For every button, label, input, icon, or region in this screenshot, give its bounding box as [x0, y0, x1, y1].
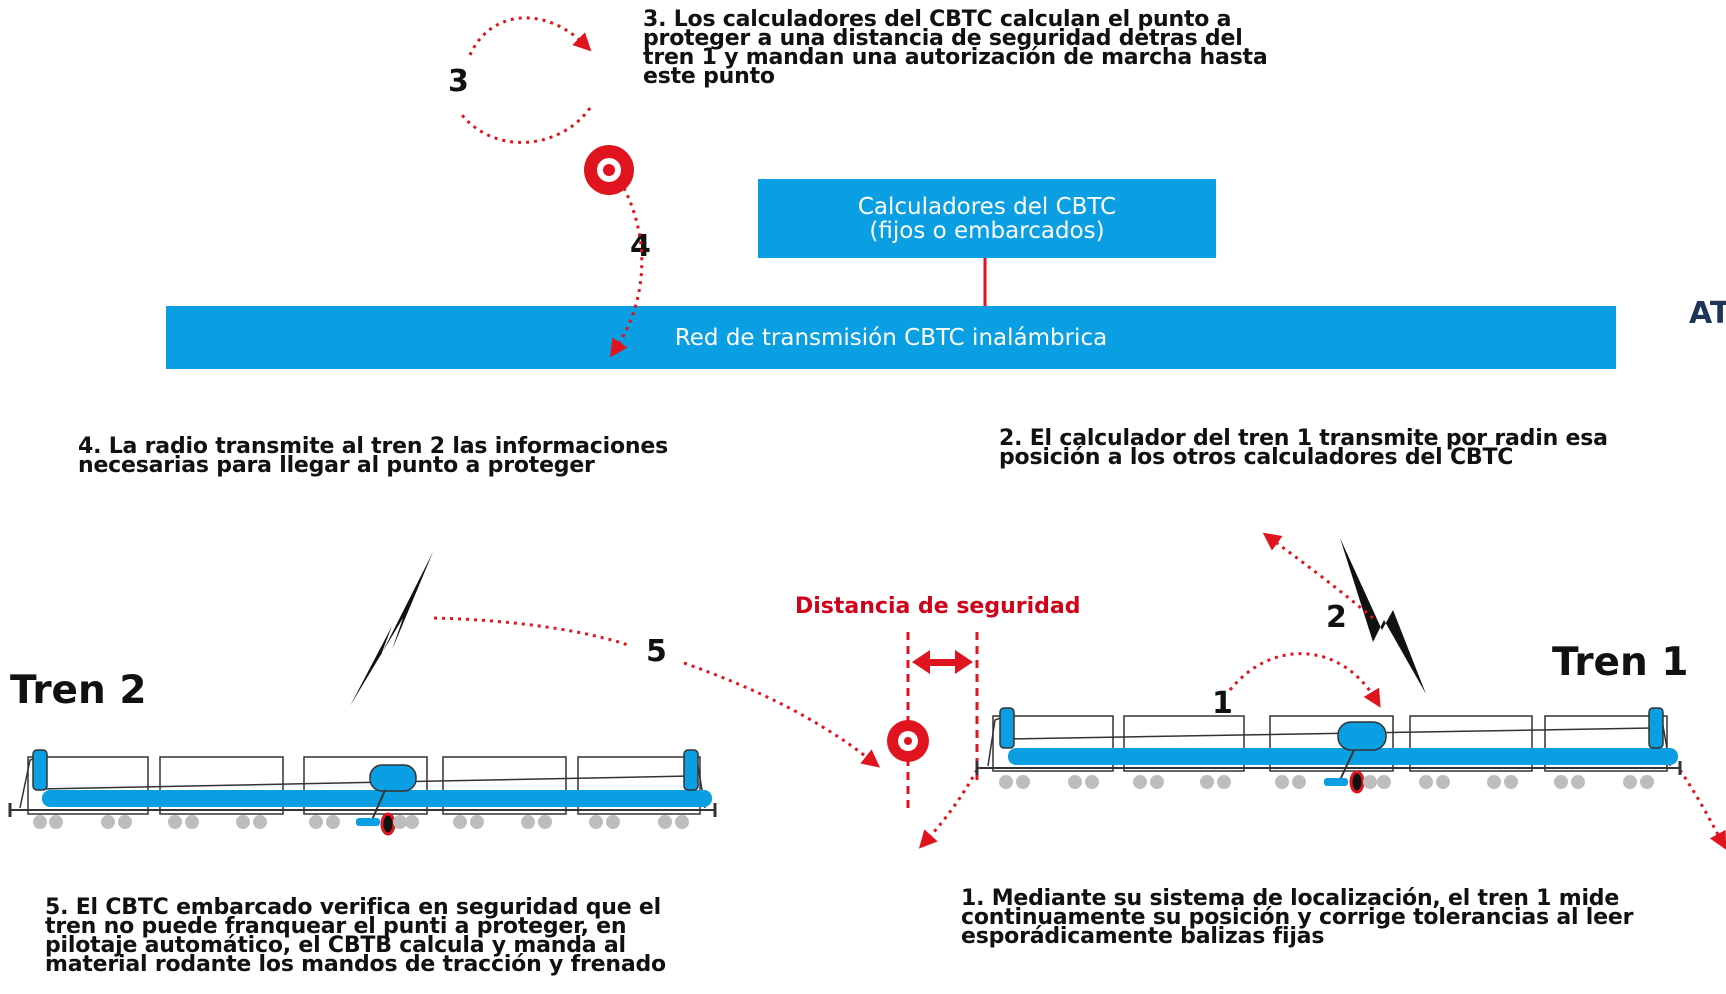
safety-distance-label: Distancia de seguridad — [795, 594, 1081, 619]
train1-wheels — [999, 775, 1654, 789]
step3-text: 3. Los calculadores del CBTC calculan el… — [643, 7, 1268, 89]
train1-sensor-arm — [1339, 749, 1355, 781]
number-3: 3 — [448, 64, 469, 99]
arrow-safety-down — [918, 769, 979, 849]
calculators-box: Calculadores del CBTC (fijos o embarcado… — [758, 179, 1216, 258]
calculators-box-line1: Calculadores del CBTC — [857, 193, 1117, 220]
balise-icon — [887, 720, 929, 762]
network-bar: Red de transmisión CBTC inalámbrica — [166, 306, 1616, 369]
train1-antenna-right — [1648, 707, 1664, 749]
cycle-arrow-top — [468, 16, 592, 56]
network-bar-label: Red de transmisión CBTC inalámbrica — [674, 324, 1108, 351]
step5-text: 5. El CBTC embarcado verifica en segurid… — [45, 895, 666, 977]
calculators-box-line2: (fijos o embarcados) — [869, 217, 1105, 244]
train1-balise-reader — [1349, 770, 1365, 794]
step4-text: 4. La radio transmite al tren 2 las info… — [78, 434, 668, 478]
train2-body — [42, 790, 712, 807]
train2-antenna-left — [32, 749, 48, 791]
arrow-step4 — [610, 187, 644, 358]
train1-antenna-left — [999, 707, 1015, 749]
train1-sensor — [1324, 778, 1348, 786]
train1-drawing — [975, 715, 1682, 775]
double-arrow-icon — [912, 650, 973, 674]
cycle-arrow-bottom — [460, 107, 592, 144]
step1-text: 1. Mediante su sistema de localización, … — [961, 886, 1634, 949]
train2-wheels — [33, 815, 689, 829]
train2-drawing — [8, 756, 717, 817]
number-1: 1 — [1212, 686, 1233, 721]
number-2: 2 — [1326, 600, 1347, 635]
train1-computer — [1337, 721, 1387, 751]
arrow-right-edge — [1678, 769, 1726, 850]
train2-sensor-arm — [371, 789, 386, 821]
train2-computer — [369, 764, 417, 792]
step2-text: 2. El calculador del tren 1 transmite po… — [999, 426, 1608, 470]
number-4: 4 — [630, 229, 651, 264]
train1-title: Tren 1 — [1552, 640, 1689, 685]
train1-body — [1008, 748, 1678, 765]
arrow-step5-a — [433, 616, 629, 647]
lightning-icon-right — [1340, 538, 1426, 694]
number-5: 5 — [646, 634, 667, 669]
train2-sensor — [356, 818, 380, 826]
arrow-step5-b — [683, 661, 881, 768]
target-icon — [584, 145, 634, 195]
cut-label: AT — [1689, 296, 1726, 331]
train2-antenna-right — [683, 749, 699, 791]
train2-title: Tren 2 — [10, 668, 147, 713]
lightning-icon-left — [350, 552, 433, 706]
train2-balise-reader — [380, 812, 396, 836]
arrow-step1 — [1228, 652, 1381, 708]
